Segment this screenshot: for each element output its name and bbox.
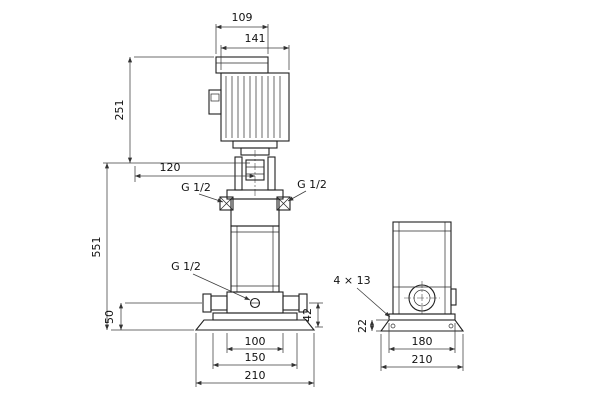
dim-label-210-side: 210 — [412, 353, 433, 366]
dim-base-outer: 210 — [195, 333, 315, 387]
dim-label-120: 120 — [160, 161, 181, 174]
drain-plug — [249, 297, 261, 309]
motor-body — [208, 72, 290, 142]
chamber-sleeve — [230, 225, 280, 293]
dim-label-42: 42 — [301, 308, 314, 322]
base-plate — [194, 312, 316, 331]
dim-base-mid: 150 — [212, 333, 298, 369]
dim-width-motor: 141 — [220, 32, 290, 70]
dim-side-base-inner: 180 — [388, 323, 456, 353]
dim-label-180: 180 — [412, 335, 433, 348]
holes-label: 4 × 13 — [333, 274, 370, 287]
dim-label-109: 109 — [232, 11, 253, 24]
base-hole — [390, 323, 396, 329]
dim-height-motor: 251 — [103, 56, 250, 164]
dim-base-inner: 100 — [226, 333, 284, 353]
side-view — [379, 221, 465, 332]
motor-top-box — [215, 56, 269, 74]
port-left-label: G 1/2 — [181, 181, 211, 194]
dim-height-outlet: 42 — [301, 302, 323, 328]
dim-label-141: 141 — [245, 32, 266, 45]
base-hole — [448, 323, 454, 329]
side-port-flange — [404, 281, 440, 315]
coupling-section — [234, 150, 276, 196]
dim-label-22: 22 — [356, 319, 369, 333]
dim-label-251: 251 — [113, 100, 126, 121]
dim-label-210-front: 210 — [245, 369, 266, 382]
side-base — [379, 313, 465, 332]
dim-height-pump: 551 — [90, 163, 194, 331]
dim-side-base-outer: 210 — [380, 334, 464, 371]
dim-label-50: 50 — [103, 310, 116, 324]
label-port-drain: G 1/2 — [171, 260, 251, 301]
dim-label-100: 100 — [245, 335, 266, 348]
dim-label-551: 551 — [90, 237, 103, 258]
dim-side-base-height: 22 — [356, 319, 388, 333]
label-port-left: G 1/2 — [181, 181, 224, 203]
label-base-holes: 4 × 13 — [333, 274, 391, 318]
port-right-label: G 1/2 — [297, 178, 327, 191]
dim-width-top: 109 — [215, 11, 269, 54]
label-port-right: G 1/2 — [287, 178, 327, 202]
side-nameplate-tab — [450, 288, 457, 306]
port-drain-label: G 1/2 — [171, 260, 201, 273]
dim-width-coupling: 120 — [134, 161, 255, 182]
dim-label-150: 150 — [245, 351, 266, 364]
front-view — [194, 56, 316, 331]
dim-height-port: 50 — [103, 302, 202, 330]
bottom-housing — [202, 291, 308, 314]
